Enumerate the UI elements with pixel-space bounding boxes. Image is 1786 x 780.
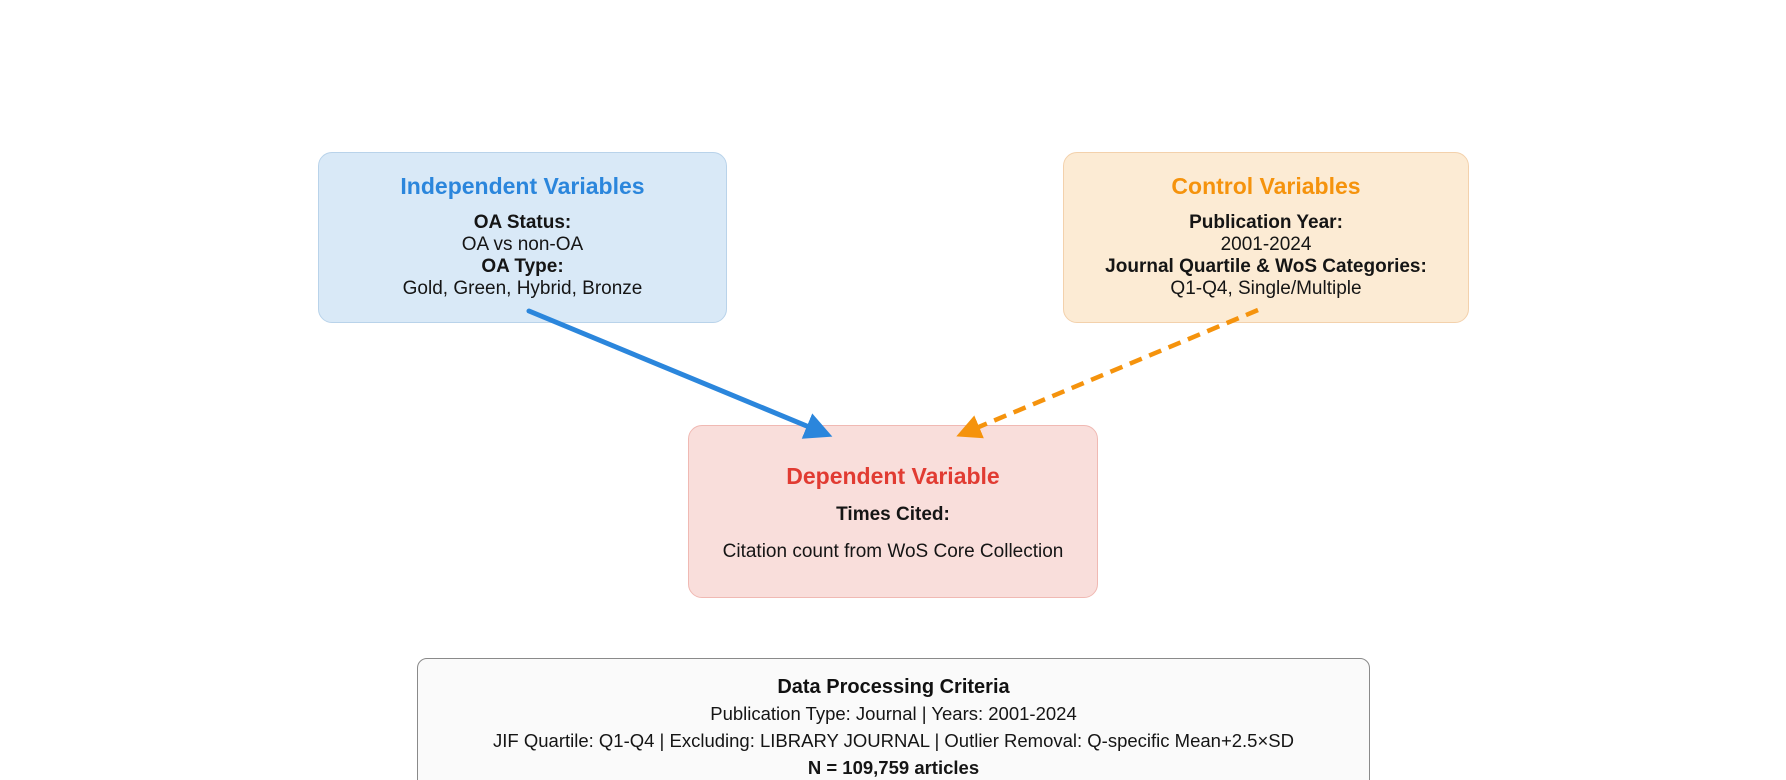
times-cited-description: Citation count from WoS Core Collection bbox=[722, 541, 1064, 562]
control-variables-body: Publication Year: 2001-2024 Journal Quar… bbox=[1064, 212, 1468, 300]
control-variables-box: Control Variables Publication Year: 2001… bbox=[1063, 152, 1469, 323]
dependent-variable-box: Dependent Variable Times Cited: Citation… bbox=[688, 425, 1098, 598]
control-to-dependent-arrow bbox=[956, 307, 1259, 439]
independent-variables-body: OA Status: OA vs non-OA OA Type: Gold, G… bbox=[319, 212, 726, 300]
oa-type-value: Gold, Green, Hybrid, Bronze bbox=[402, 278, 643, 299]
times-cited-label: Times Cited: bbox=[836, 504, 950, 525]
control-variables-title: Control Variables bbox=[1171, 173, 1361, 199]
independent-variables-title: Independent Variables bbox=[400, 173, 645, 199]
criteria-quartile-exclusion-line: JIF Quartile: Q1-Q4 | Excluding: LIBRARY… bbox=[493, 730, 1294, 751]
journal-quartile-value: Q1-Q4, Single/Multiple bbox=[1170, 278, 1362, 299]
dependent-variable-title: Dependent Variable bbox=[786, 463, 1000, 489]
data-processing-criteria-box: Data Processing Criteria Publication Typ… bbox=[417, 658, 1370, 780]
journal-quartile-label: Journal Quartile & WoS Categories: bbox=[1105, 256, 1427, 277]
publication-year-label: Publication Year: bbox=[1189, 212, 1343, 233]
data-processing-criteria-title: Data Processing Criteria bbox=[777, 676, 1010, 698]
criteria-sample-size-line: N = 109,759 articles bbox=[807, 757, 980, 778]
publication-year-value: 2001-2024 bbox=[1220, 234, 1312, 255]
criteria-publication-type-line: Publication Type: Journal | Years: 2001-… bbox=[710, 703, 1077, 724]
oa-status-value: OA vs non-OA bbox=[461, 234, 584, 255]
oa-type-label: OA Type: bbox=[481, 256, 564, 277]
independent-variables-box: Independent Variables OA Status: OA vs n… bbox=[318, 152, 727, 323]
independent-to-dependent-arrow bbox=[526, 308, 833, 439]
oa-status-label: OA Status: bbox=[473, 212, 572, 233]
